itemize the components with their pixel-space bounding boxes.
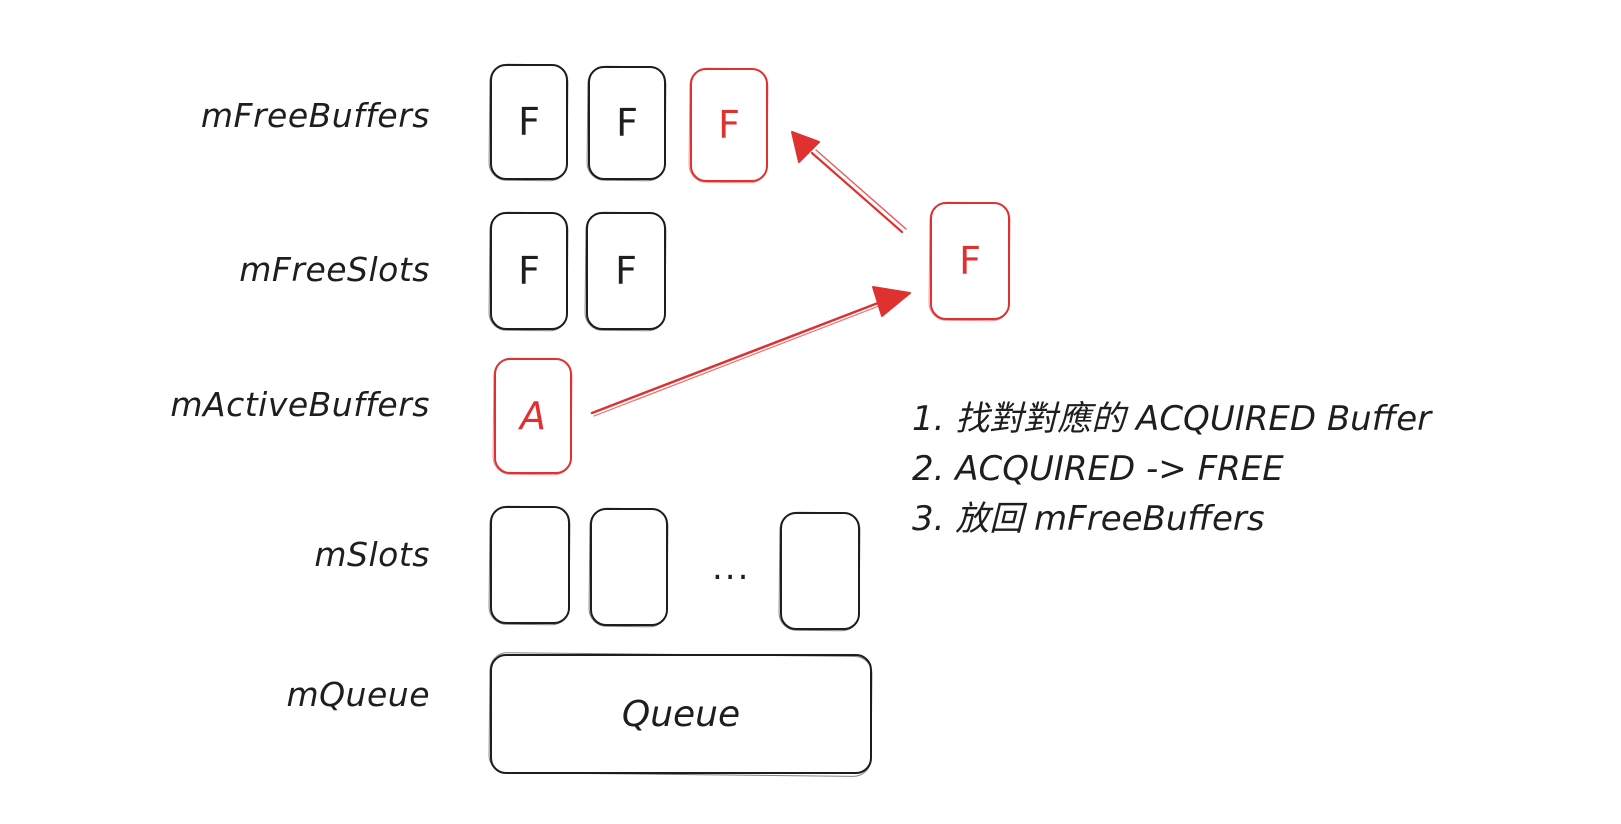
queue-box: Queue — [490, 654, 872, 774]
slot-box — [590, 508, 668, 626]
slots-ellipsis: ... — [712, 548, 751, 588]
free-slot-label: F — [615, 249, 637, 293]
free-buffer-label: F — [518, 100, 540, 144]
slot-box — [780, 512, 860, 630]
queue-label: Queue — [621, 693, 741, 735]
row-label-free-buffers: mFreeBuffers — [200, 96, 430, 135]
free-buffer-box: F — [588, 66, 666, 180]
row-label-slots: mSlots — [314, 535, 430, 574]
free-buffer-label: F — [616, 101, 638, 145]
free-slot-box: F — [586, 212, 666, 330]
moved-buffer-box: F — [930, 202, 1010, 320]
slot-box — [490, 506, 570, 624]
active-buffer-label: A — [520, 394, 546, 438]
step-item: 2. ACQUIRED -> FREE — [912, 449, 1284, 489]
steps-list: 1. 找對對應的 ACQUIRED Buffer 2. ACQUIRED -> … — [912, 394, 1431, 544]
active-buffer-box: A — [494, 358, 572, 474]
arrow-moved-to-free-buffers — [791, 131, 907, 234]
step-item: 3. 放回 mFreeBuffers — [912, 499, 1265, 539]
arrow-active-to-moved — [590, 286, 911, 417]
free-slot-box: F — [490, 212, 568, 330]
free-slot-label: F — [518, 249, 540, 293]
moved-buffer-label: F — [959, 239, 981, 283]
row-label-queue: mQueue — [286, 675, 430, 714]
step-item: 1. 找對對應的 ACQUIRED Buffer — [912, 399, 1432, 439]
returned-free-buffer-label: F — [718, 103, 740, 147]
free-buffer-box: F — [490, 64, 568, 180]
returned-free-buffer-box: F — [690, 68, 768, 182]
row-label-free-slots: mFreeSlots — [239, 250, 430, 289]
row-label-active-buffers: mActiveBuffers — [170, 385, 430, 424]
